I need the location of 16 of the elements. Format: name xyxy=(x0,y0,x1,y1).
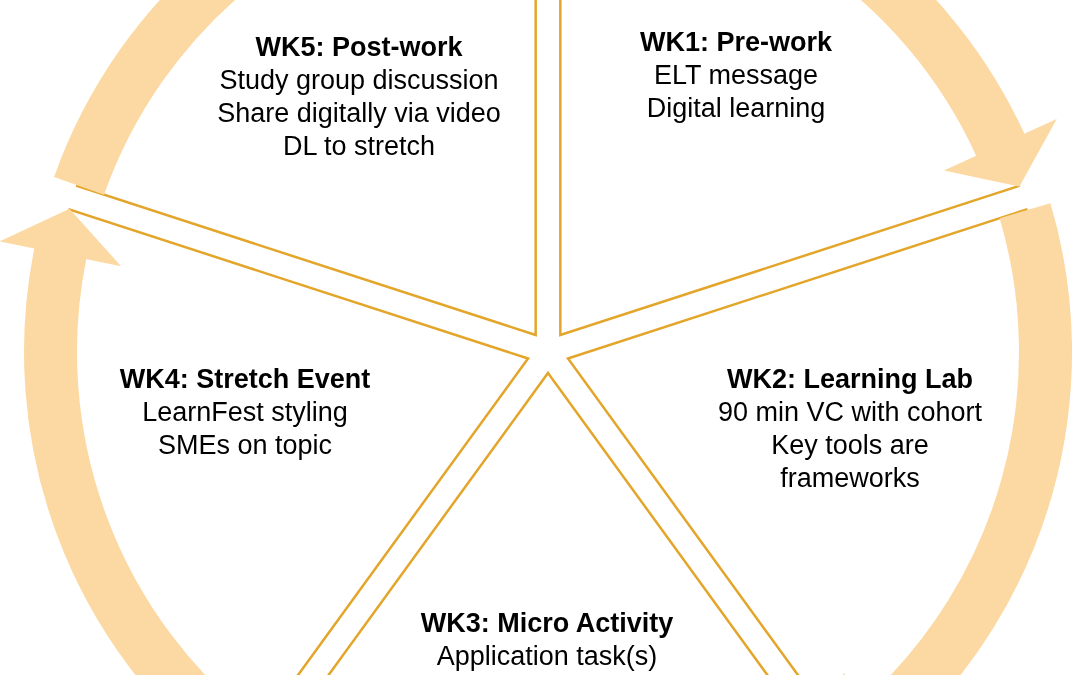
stage-detail: DL to stretch xyxy=(282,130,436,163)
stage-heading: WK3: Micro Activity xyxy=(420,607,674,640)
stage-detail: Application task(s) xyxy=(436,640,658,673)
stage-heading: WK2: Learning Lab xyxy=(727,363,973,396)
stage-detail: Share digitally via video xyxy=(217,97,501,130)
stage-heading: WK4: Stretch Event xyxy=(119,363,371,396)
stage-detail: Key tools are frameworks xyxy=(770,429,930,495)
stage-detail: SMEs on topic xyxy=(157,429,333,462)
stage-detail: Digital learning xyxy=(646,92,826,125)
stage-detail: 90 min VC with cohort xyxy=(717,396,983,429)
stage-detail: ELT message xyxy=(653,59,819,92)
cycle-arrow xyxy=(840,204,1072,675)
stage-heading: WK5: Post-work xyxy=(255,31,463,64)
stage-detail: LearnFest styling xyxy=(142,396,348,429)
stage-detail: Study group discussion xyxy=(219,64,499,97)
stage-heading: WK1: Pre-work xyxy=(639,26,832,59)
